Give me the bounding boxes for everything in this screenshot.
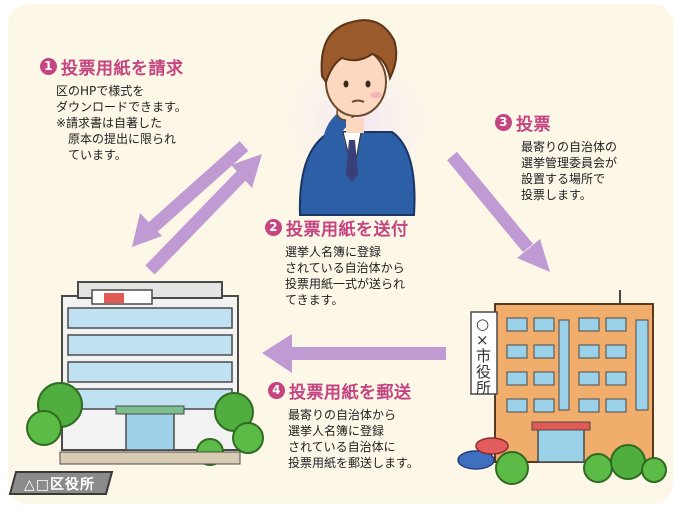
city-hall-building xyxy=(457,290,667,485)
step-4-title: 4 投票用紙を郵送 xyxy=(268,378,419,403)
step-1-line: ダウンロードできます。 xyxy=(56,100,187,114)
step-3: 3 投票 最寄りの自治体の 選挙管理委員会が 設置する場所で 投票します。 xyxy=(495,110,617,203)
step-1-title: 1 投票用紙を請求 xyxy=(40,54,187,79)
step-2-title: 2 投票用紙を送付 xyxy=(265,215,409,240)
step-4-line: 選挙人名簿に登録 xyxy=(288,424,385,438)
step-3-line: 設置する場所で xyxy=(521,172,606,186)
step-4-title-text: 投票用紙を郵送 xyxy=(289,383,412,403)
step-2-line: 選挙人名簿に登録 xyxy=(285,245,382,259)
step-2: 2 投票用紙を送付 選挙人名簿に登録 されている自治体から 投票用紙一式が送られ… xyxy=(265,215,409,308)
ward-office-building xyxy=(8,281,264,495)
step-1-note-line: 原本の提出に限られ xyxy=(68,132,177,146)
step-1: 1 投票用紙を請求 区のHPで様式を ダウンロードできます。 ※請求書は自著した… xyxy=(40,54,187,163)
arrow-send xyxy=(145,154,262,275)
city-hall-sign: ○×市役所 xyxy=(476,315,492,397)
step-1-title-text: 投票用紙を請求 xyxy=(61,59,184,79)
step-2-line: てきます。 xyxy=(285,293,344,307)
arrow-mail xyxy=(262,334,446,373)
ward-office-sign: △□区役所 xyxy=(24,477,95,493)
step-3-line: 選挙管理委員会が xyxy=(521,156,618,170)
step-3-line: 投票します。 xyxy=(521,188,592,202)
step-2-title-text: 投票用紙を送付 xyxy=(286,220,409,240)
step-4-line: 最寄りの自治体から xyxy=(288,408,397,422)
arrow-vote xyxy=(446,151,550,272)
step-1-description: 区のHPで様式を ダウンロードできます。 ※請求書は自著した 原本の提出に限られ… xyxy=(56,83,187,163)
step-1-note-line: ています。 xyxy=(68,148,127,162)
step-4-line: されている自治体に xyxy=(288,440,396,454)
step-1-note-line: ※請求書は自著した xyxy=(56,116,163,130)
step-3-description: 最寄りの自治体の 選挙管理委員会が 設置する場所で 投票します。 xyxy=(521,139,617,203)
step-4: 4 投票用紙を郵送 最寄りの自治体から 選挙人名簿に登録 されている自治体に 投… xyxy=(268,378,419,471)
step-2-line: されている自治体から xyxy=(285,261,405,275)
step-3-title-text: 投票 xyxy=(516,115,551,135)
step-4-number-badge: 4 xyxy=(268,382,285,399)
voter-person-illustration xyxy=(257,19,457,216)
step-1-number-badge: 1 xyxy=(40,58,57,75)
step-2-number-badge: 2 xyxy=(265,219,282,236)
step-2-description: 選挙人名簿に登録 されている自治体から 投票用紙一式が送られ てきます。 xyxy=(285,244,409,308)
step-3-line: 最寄りの自治体の xyxy=(521,140,618,154)
step-3-number-badge: 3 xyxy=(495,114,512,131)
step-3-title: 3 投票 xyxy=(495,110,617,135)
step-4-description: 最寄りの自治体から 選挙人名簿に登録 されている自治体に 投票用紙を郵送します。 xyxy=(288,407,419,471)
step-1-line: 区のHPで様式を xyxy=(56,84,145,98)
step-4-line: 投票用紙を郵送します。 xyxy=(288,456,419,470)
arrow-request xyxy=(132,141,249,247)
step-2-line: 投票用紙一式が送られ xyxy=(285,277,406,291)
